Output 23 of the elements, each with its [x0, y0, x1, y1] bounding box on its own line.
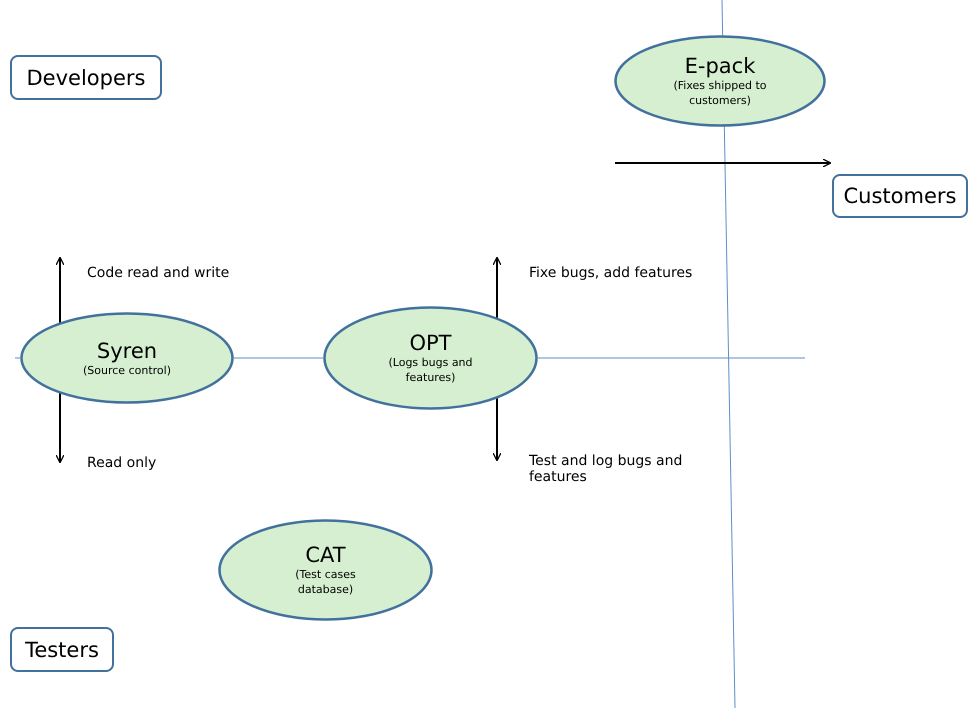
arrow — [615, 158, 832, 168]
process-ellipse — [323, 306, 538, 410]
node-description: (Test cases database) — [294, 567, 357, 597]
actor-box — [10, 627, 114, 672]
process-ellipse — [614, 35, 826, 127]
arrow-label: Fixe bugs, add features — [529, 265, 692, 281]
process-ellipse — [20, 312, 234, 404]
node-description: (Logs bugs and features) — [387, 355, 474, 385]
arrow-label: Test and log bugs and features — [529, 453, 684, 485]
node-description: (Source control) — [83, 362, 171, 378]
arrow-label: Code read and write — [87, 265, 230, 281]
arrow-label: Read only — [87, 455, 156, 471]
node-title: Syren — [96, 338, 158, 362]
actor-box — [832, 174, 968, 218]
node-description: (Fixes shipped to customers) — [672, 78, 768, 108]
node-title: Testers — [25, 638, 99, 662]
actor-box — [10, 55, 162, 100]
node-title: Developers — [26, 66, 146, 90]
node-title: CAT — [305, 543, 346, 567]
process-ellipse — [218, 519, 433, 621]
node-title: Customers — [844, 184, 956, 208]
node-title: OPT — [409, 331, 452, 355]
node-title: E-pack — [684, 54, 756, 78]
